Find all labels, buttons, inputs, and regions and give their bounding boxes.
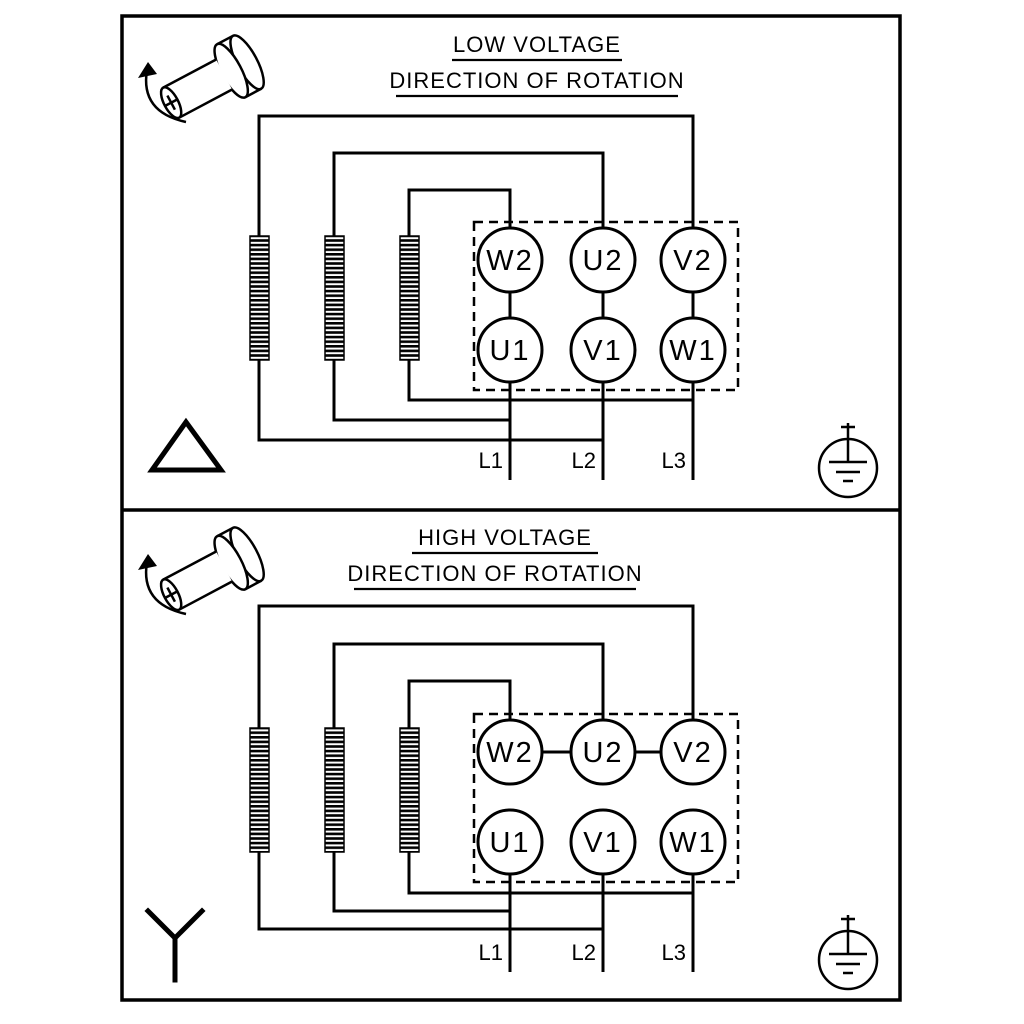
terminal-label: V2	[673, 737, 712, 769]
terminal-V1-high: V1	[569, 808, 637, 876]
line-label-L1: L1	[479, 448, 503, 473]
terminal-U2-high: U2	[569, 718, 637, 786]
terminal-label: U1	[489, 827, 530, 859]
coil-bottom-wires	[257, 852, 693, 931]
terminal-circle	[476, 718, 544, 786]
line-label-L2: L2	[572, 448, 596, 473]
rotation-direction-icon	[136, 521, 272, 626]
line-label-L3: L3	[662, 940, 686, 965]
terminal-label: U2	[582, 245, 623, 277]
line-label-L2: L2	[572, 940, 596, 965]
terminal-label: V1	[583, 827, 622, 859]
supply-line-drops	[508, 874, 695, 972]
winding-coil-2	[324, 235, 345, 361]
panel-high-voltage: HIGH VOLTAGE DIRECTION OF ROTATION W2 U2…	[136, 521, 879, 991]
panel-subtitle: DIRECTION OF ROTATION	[347, 561, 642, 586]
terminal-label: V1	[583, 335, 622, 367]
terminal-U1-low: U1	[476, 316, 544, 384]
earth-ground-icon	[817, 913, 879, 991]
terminal-V1-low: V1	[569, 316, 637, 384]
terminal-label: W1	[669, 827, 717, 859]
coil-bottom-wires	[257, 360, 693, 442]
line-label-L3: L3	[662, 448, 686, 473]
terminal-label: U1	[489, 335, 530, 367]
delta-terminal-jumpers	[508, 292, 695, 318]
terminal-label: V2	[673, 245, 712, 277]
star-symbol	[144, 907, 206, 983]
terminal-circle	[659, 808, 727, 876]
winding-coil-2	[324, 727, 345, 853]
line-label-L1: L1	[479, 940, 503, 965]
terminal-circle	[476, 316, 544, 384]
terminal-label: U2	[582, 737, 623, 769]
terminal-W2-high: W2	[476, 718, 544, 786]
terminal-V2-low: V2	[659, 226, 727, 294]
terminal-circle	[659, 316, 727, 384]
terminal-circle	[569, 226, 637, 294]
earth-ground-icon	[817, 421, 879, 499]
terminal-label: W2	[486, 245, 534, 277]
winding-coil-1	[249, 727, 270, 853]
terminal-label: W1	[669, 335, 717, 367]
panel-subtitle: DIRECTION OF ROTATION	[389, 68, 684, 93]
terminal-V2-high: V2	[659, 718, 727, 786]
terminal-W1-high: W1	[659, 808, 727, 876]
terminal-U2-low: U2	[569, 226, 637, 294]
panel-title: LOW VOLTAGE	[453, 32, 621, 57]
coil-top-wires	[257, 604, 695, 728]
delta-symbol	[147, 417, 226, 473]
terminal-W1-low: W1	[659, 316, 727, 384]
panel-title: HIGH VOLTAGE	[418, 525, 592, 550]
outer-frame	[120, 14, 902, 1002]
terminal-label: W2	[486, 737, 534, 769]
terminal-circle	[659, 226, 727, 294]
supply-line-drops	[508, 382, 695, 480]
terminal-circle	[476, 226, 544, 294]
terminal-circle	[569, 718, 637, 786]
terminal-block-outline	[472, 712, 740, 884]
terminal-circle	[569, 808, 637, 876]
rotation-direction-icon	[136, 29, 272, 134]
terminal-U1-high: U1	[476, 808, 544, 876]
winding-coil-3	[399, 727, 420, 853]
terminal-circle	[476, 808, 544, 876]
terminal-circle	[659, 718, 727, 786]
coil-top-wires	[257, 114, 695, 236]
winding-coil-3	[399, 235, 420, 361]
terminal-W2-low: W2	[476, 226, 544, 294]
terminal-circle	[569, 316, 637, 384]
terminal-block-outline	[472, 220, 740, 392]
panel-low-voltage: LOW VOLTAGE DIRECTION OF ROTATION W2 U2 …	[136, 29, 879, 499]
winding-coil-1	[249, 235, 270, 361]
